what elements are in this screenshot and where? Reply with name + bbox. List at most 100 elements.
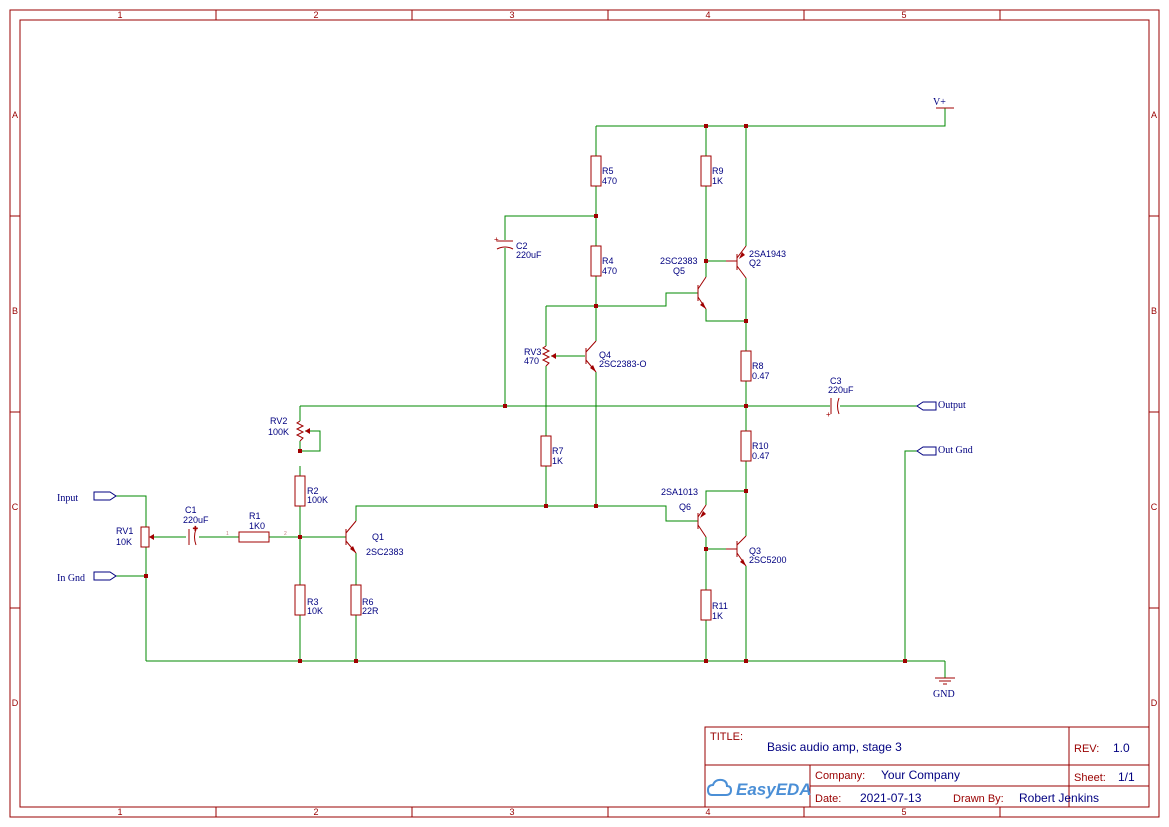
junction: [354, 659, 358, 663]
r1-pin-2: 2: [284, 531, 287, 537]
r2-value: 100K: [307, 495, 328, 505]
transistor-q4[interactable]: Q4 2SC2383-O: [585, 340, 647, 373]
net-label-gnd: GND: [933, 689, 955, 700]
junction: [544, 504, 548, 508]
potentiometer-rv2[interactable]: RV2 100K: [268, 416, 310, 442]
net-flag-output[interactable]: Output: [916, 400, 966, 411]
junction: [744, 489, 748, 493]
q2-ref: Q2: [749, 258, 761, 268]
junction: [144, 574, 148, 578]
transistor-q3[interactable]: Q3 2SC5200: [726, 535, 787, 567]
drawing-frame: 1 2 3 4 5 1 2 3 4 5 A B C D A B C D: [9, 9, 1160, 818]
r2-ref: R2: [307, 486, 319, 496]
c1-ref: C1: [185, 505, 197, 515]
r5-value: 470: [602, 176, 617, 186]
junction: [903, 659, 907, 663]
q3-ref: Q3: [749, 546, 761, 556]
potentiometer-rv3[interactable]: RV3 470: [524, 345, 556, 367]
r10-ref: R10: [752, 441, 769, 451]
transistor-q5[interactable]: 2SC2383 Q5: [660, 256, 707, 310]
c2-value: 220uF: [516, 250, 542, 260]
c2-ref: C2: [516, 241, 528, 251]
junction: [503, 404, 507, 408]
r11-value: 1K: [712, 611, 723, 621]
q1-value: 2SC2383: [366, 547, 404, 557]
rev-label: REV:: [1074, 743, 1099, 755]
transistor-q6[interactable]: 2SA1013 Q6: [661, 487, 707, 538]
net-label-input: Input: [57, 493, 78, 504]
junction: [298, 449, 302, 453]
net-label-vplus: V+: [933, 97, 946, 108]
net-label-output: Output: [938, 400, 966, 411]
q1-ref: Q1: [372, 532, 384, 542]
frame-col-3-top: 3: [509, 10, 514, 20]
resistor-r1[interactable]: 1 2 R1 1K0: [226, 511, 287, 543]
c3-value: 220uF: [828, 385, 854, 395]
r9-value: 1K: [712, 176, 723, 186]
drawn-by-value: Robert Jenkins: [1019, 791, 1099, 805]
resistor-r9[interactable]: R9 1K: [700, 155, 724, 187]
junction: [704, 659, 708, 663]
resistor-r6[interactable]: R6 22R: [350, 584, 379, 616]
rev-value: 1.0: [1113, 741, 1130, 755]
q5-value: 2SC2383: [660, 256, 698, 266]
ground-symbol[interactable]: GND: [933, 677, 955, 700]
r7-ref: R7: [552, 446, 564, 456]
r3-ref: R3: [307, 597, 319, 607]
net-label-in-gnd: In Gnd: [57, 573, 85, 584]
r5-ref: R5: [602, 166, 614, 176]
junction: [744, 659, 748, 663]
r9-ref: R9: [712, 166, 724, 176]
frame-row-a-left: A: [12, 110, 18, 120]
q5-ref: Q5: [673, 266, 685, 276]
transistor-q1[interactable]: Q1 2SC2383: [345, 520, 404, 557]
frame-col-5-top: 5: [901, 10, 906, 20]
net-flag-input[interactable]: Input: [57, 491, 117, 504]
title-label: TITLE:: [710, 731, 743, 743]
junction: [594, 214, 598, 218]
resistor-r4[interactable]: R4 470: [590, 245, 617, 277]
capacitor-c3[interactable]: + C3 220uF: [826, 376, 854, 419]
capacitor-c2[interactable]: + C2 220uF: [494, 235, 542, 260]
net-flag-out-gnd[interactable]: Out Gnd: [916, 445, 973, 456]
frame-col-5-bottom: 5: [901, 807, 906, 817]
resistor-r2[interactable]: R2 100K: [294, 475, 328, 507]
r11-ref: R11: [712, 601, 728, 611]
potentiometer-rv1[interactable]: RV1 10K: [116, 526, 154, 548]
easyeda-logo: EasyEDA: [706, 778, 812, 799]
r7-value: 1K: [552, 456, 563, 466]
transistor-q2[interactable]: 2SA1943 Q2: [726, 245, 786, 279]
frame-col-2-bottom: 2: [313, 807, 318, 817]
resistor-r7[interactable]: R7 1K: [540, 435, 564, 467]
date-label: Date:: [815, 793, 841, 805]
resistor-r11[interactable]: R11 1K: [700, 589, 728, 621]
rv3-value: 470: [524, 356, 539, 366]
junction: [594, 304, 598, 308]
r1-ref: R1: [249, 511, 261, 521]
resistor-r10[interactable]: R10 0.47: [740, 430, 770, 462]
title-value: Basic audio amp, stage 3: [767, 740, 902, 754]
q6-value: 2SA1013: [661, 487, 698, 497]
c1-value: 220uF: [183, 515, 209, 525]
resistor-r8[interactable]: R8 0.47: [740, 350, 770, 382]
frame-row-b-right: B: [1151, 306, 1157, 316]
junction: [298, 535, 302, 539]
net-flag-in-gnd[interactable]: In Gnd: [57, 571, 117, 584]
svg-text:+: +: [826, 410, 831, 419]
power-vplus[interactable]: V+: [933, 97, 954, 109]
capacitor-c1[interactable]: + C1 220uF: [183, 505, 209, 546]
rv2-ref: RV2: [270, 416, 287, 426]
date-value: 2021-07-13: [860, 791, 922, 805]
junction: [594, 504, 598, 508]
r8-ref: R8: [752, 361, 764, 371]
frame-row-d-left: D: [12, 698, 19, 708]
rv2-value: 100K: [268, 427, 289, 437]
r4-value: 470: [602, 266, 617, 276]
q4-value: 2SC2383-O: [599, 359, 647, 369]
q6-ref: Q6: [679, 502, 691, 512]
resistor-r5[interactable]: R5 470: [590, 155, 617, 187]
sheet-label: Sheet:: [1074, 772, 1106, 784]
resistor-r3[interactable]: R3 10K: [294, 584, 323, 616]
frame-col-4-top: 4: [705, 10, 710, 20]
